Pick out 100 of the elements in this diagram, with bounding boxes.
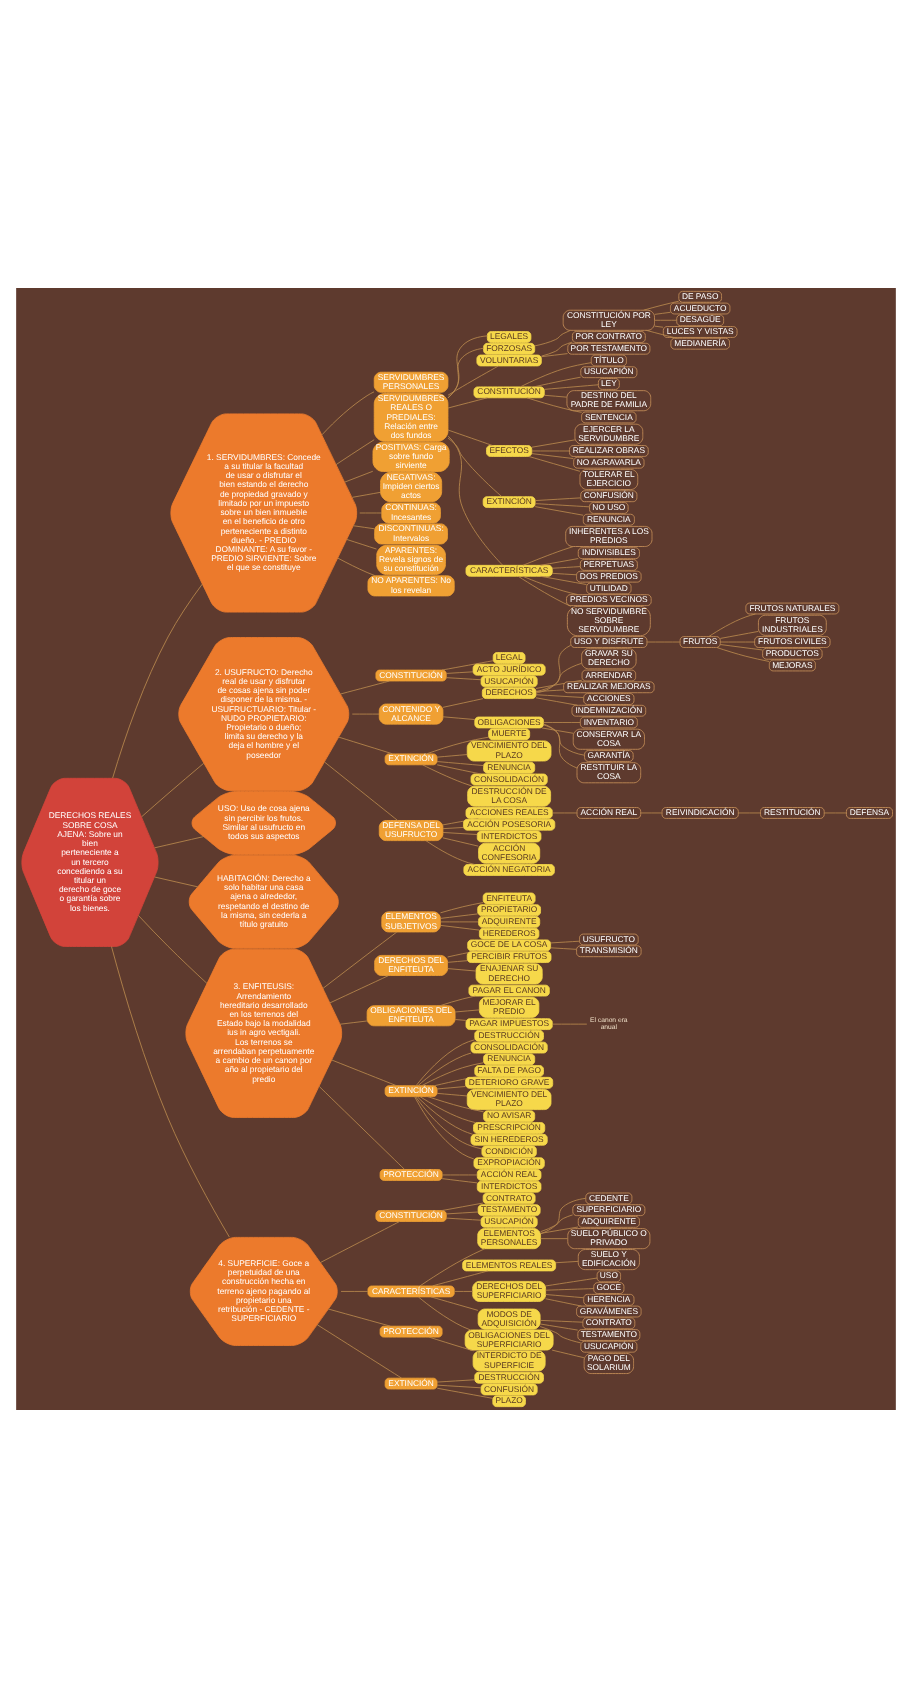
connector <box>545 1293 584 1298</box>
connector <box>543 721 581 722</box>
connector <box>447 346 484 397</box>
connector <box>550 946 577 949</box>
connector <box>555 1259 579 1263</box>
connector <box>419 1095 476 1122</box>
connector <box>446 670 474 673</box>
connector <box>535 643 571 693</box>
connector <box>720 643 763 650</box>
connector <box>534 505 584 515</box>
connector <box>552 565 581 568</box>
connector <box>531 438 576 447</box>
connector <box>539 1325 582 1343</box>
connector <box>416 1095 474 1134</box>
connector <box>545 1287 595 1290</box>
connector <box>541 352 568 357</box>
connector <box>417 1051 472 1086</box>
connector <box>737 811 761 813</box>
connector <box>324 760 399 820</box>
connector <box>544 383 599 389</box>
connector <box>441 1201 484 1210</box>
connector <box>436 1383 482 1388</box>
connector <box>328 1307 391 1326</box>
connector <box>823 811 847 813</box>
connector <box>540 574 587 584</box>
connector <box>441 1173 478 1175</box>
connector <box>335 438 375 465</box>
connector <box>340 1290 369 1291</box>
connector <box>551 1348 585 1358</box>
connector <box>540 557 579 565</box>
connector <box>321 390 375 435</box>
connector <box>534 496 581 500</box>
connector <box>426 735 489 754</box>
connector <box>447 436 502 496</box>
connector <box>535 693 584 697</box>
connector <box>528 455 581 471</box>
connector <box>138 914 208 983</box>
connector <box>545 1276 598 1286</box>
connector <box>440 923 480 930</box>
connector <box>552 811 578 813</box>
connector <box>422 763 473 786</box>
connector <box>351 490 381 497</box>
connector <box>447 396 488 408</box>
connector <box>442 715 476 719</box>
connector <box>654 324 664 327</box>
connector <box>447 428 493 445</box>
connector <box>141 761 205 817</box>
connector <box>436 1378 475 1382</box>
connector <box>436 753 468 757</box>
connector <box>654 310 671 314</box>
connector <box>346 538 377 549</box>
connector <box>522 545 574 565</box>
connector <box>442 826 464 829</box>
connector <box>552 1022 588 1024</box>
connector <box>643 299 680 310</box>
connector <box>541 726 574 733</box>
connector <box>720 630 759 638</box>
connector <box>316 1323 402 1378</box>
connector <box>533 375 582 387</box>
connector <box>543 723 585 755</box>
connector <box>535 688 564 691</box>
connector <box>446 1210 479 1214</box>
connector <box>522 574 579 595</box>
connector <box>447 364 499 395</box>
connector <box>447 959 468 962</box>
connector <box>442 697 484 707</box>
connector <box>320 1220 401 1262</box>
connector <box>550 939 580 943</box>
connector <box>540 1196 587 1234</box>
connector <box>436 760 484 765</box>
connector <box>442 836 479 846</box>
connector <box>552 571 577 575</box>
connector <box>708 612 756 636</box>
connector <box>518 574 572 606</box>
connector <box>447 434 504 565</box>
connector <box>111 945 230 1237</box>
connector <box>540 1213 574 1232</box>
connector <box>436 1091 468 1096</box>
connector <box>541 340 573 356</box>
connector <box>447 334 488 398</box>
connector <box>340 679 390 694</box>
connector <box>720 640 756 642</box>
connector <box>331 1058 397 1086</box>
connector <box>436 763 482 774</box>
connector <box>112 582 203 778</box>
connector <box>428 1335 475 1351</box>
connector <box>439 994 476 1006</box>
connector <box>337 556 376 576</box>
connector <box>540 1237 569 1239</box>
connector <box>646 640 681 642</box>
connector <box>419 1247 486 1286</box>
connector <box>440 901 484 913</box>
connector <box>454 1290 474 1291</box>
connector <box>322 930 398 988</box>
connector <box>344 469 374 482</box>
connector <box>545 1297 582 1306</box>
connector <box>531 452 574 458</box>
connector <box>539 1322 579 1330</box>
connector <box>436 1386 494 1398</box>
connector <box>539 1318 584 1322</box>
